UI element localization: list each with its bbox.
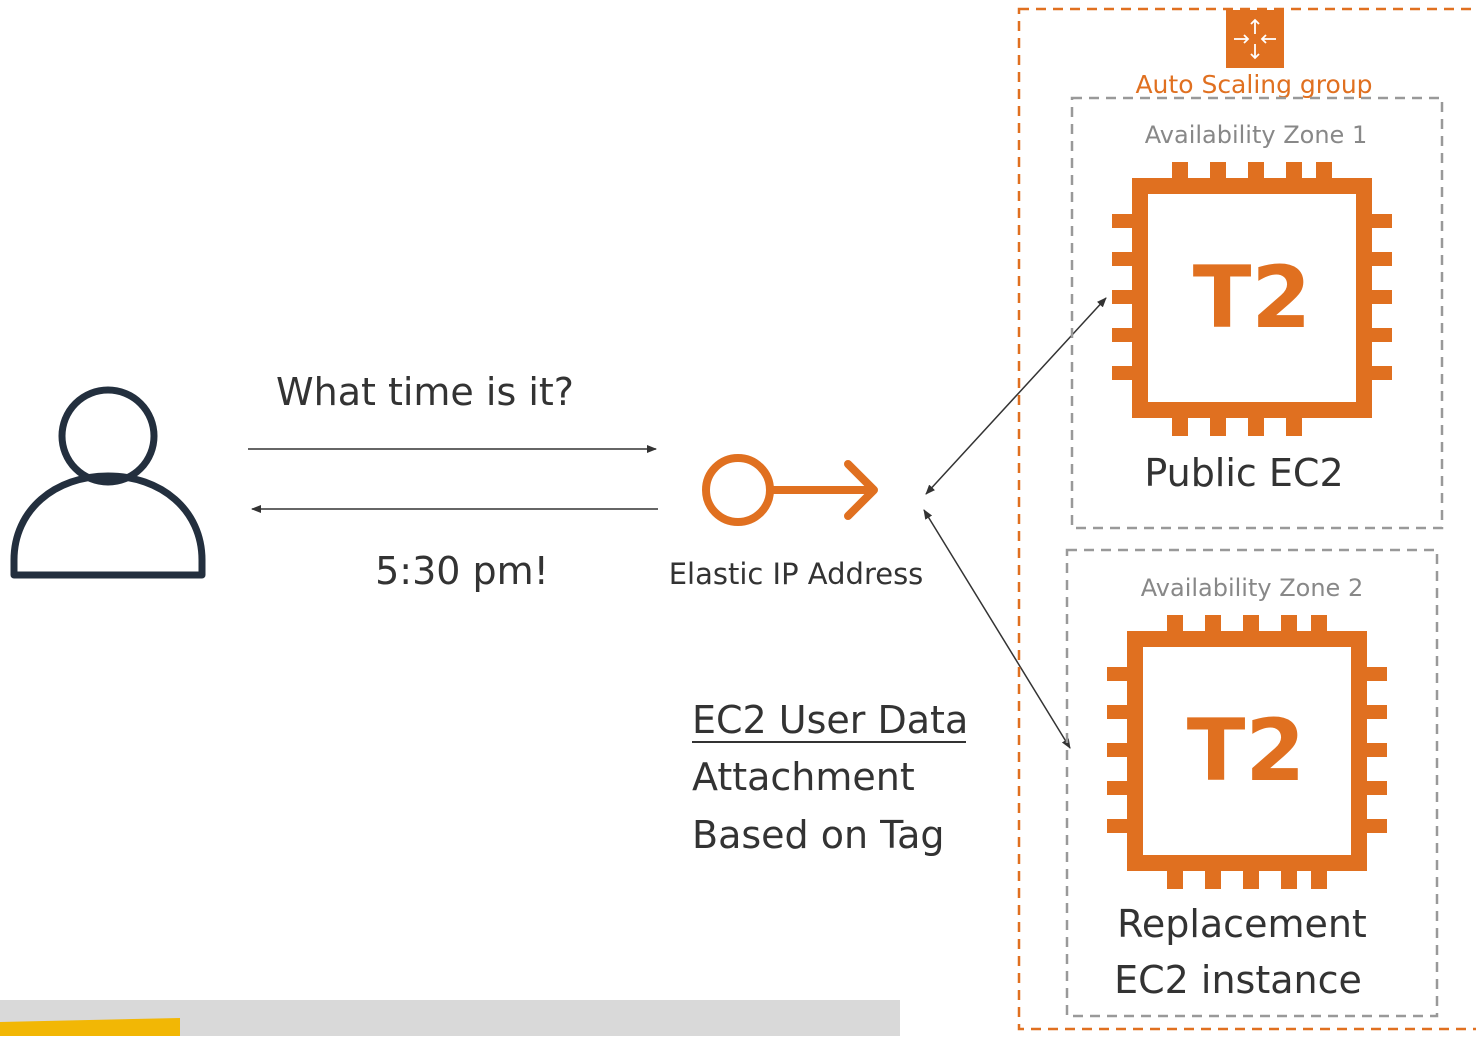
elastic-ip-label: Elastic IP Address [669, 557, 924, 591]
notes-line-1: Attachment [692, 755, 915, 799]
replacement-ec2-label-line-2: EC2 instance [1114, 958, 1362, 1002]
auto-scaling-group-label: Auto Scaling group [1135, 70, 1372, 99]
response-answer: 5:30 pm! [375, 549, 549, 593]
elastic-ip-icon [702, 454, 878, 526]
request-question: What time is it? [276, 370, 574, 414]
auto-scaling-icon [1226, 10, 1284, 68]
eip-to-replacement-ec2-arrow [923, 509, 1071, 749]
availability-zone-1-boundary [1070, 96, 1444, 530]
notes-heading: EC2 User Data [692, 698, 968, 742]
ec2-chip-icon [1107, 615, 1387, 889]
user-icon [10, 386, 206, 579]
replacement-ec2-label-line-1: Replacement [1117, 902, 1367, 946]
public-ec2-label: Public EC2 [1144, 451, 1343, 495]
notes-line-2: Based on Tag [692, 813, 944, 857]
availability-zone-2-label: Availability Zone 2 [1141, 574, 1363, 602]
chip-label-zone-2: T2 [1187, 701, 1306, 801]
ec2-chip-icon [1112, 162, 1392, 436]
availability-zone-1-label: Availability Zone 1 [1145, 121, 1367, 149]
availability-zone-2-boundary [1065, 548, 1439, 1018]
auto-scaling-group-boundary [1017, 7, 1476, 1031]
eip-to-public-ec2-arrow [925, 297, 1107, 495]
chip-label-zone-1: T2 [1193, 248, 1312, 348]
footer-decoration [0, 1000, 900, 1036]
